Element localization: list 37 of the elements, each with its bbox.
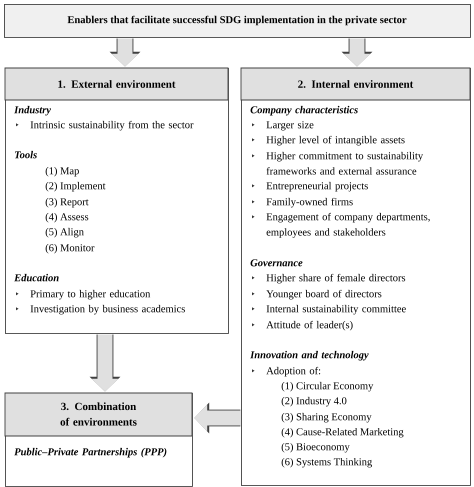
numbered-item: (5) Align — [46, 228, 84, 238]
panel-heading: 3. Combination of environments — [60, 402, 137, 426]
category-heading: Governance — [250, 259, 302, 266]
numbered-item: (3) Report — [46, 198, 89, 208]
numbered-item: (4) Assess — [46, 212, 88, 222]
numbered-item: (4) Cause-Related Marketing — [282, 428, 404, 438]
panel-heading: 1. External environment — [58, 80, 176, 88]
bullet-item: Higher commitment to sustainability frameworks and external assurance — [252, 152, 424, 175]
numbered-item: (3) Sharing Economy — [282, 412, 372, 422]
bullet-item: Internal sustainability committee — [252, 304, 406, 314]
numbered-item: (1) Map — [46, 166, 79, 176]
bullet-item: Primary to higher education — [16, 290, 150, 300]
bullet-item: Larger size — [252, 121, 314, 130]
bullet-item: Entrepreneurial projects — [252, 182, 368, 192]
category-heading: Innovation and technology — [250, 350, 369, 360]
category-heading: Education — [14, 274, 59, 282]
panel-heading: 2. Internal environment — [298, 80, 414, 88]
bullet-item: Family-owned firms — [252, 198, 353, 208]
bullet-item: Engagement of company departments, employees and stakeholders — [252, 212, 430, 238]
bullet-item: Higher level of intangible assets — [252, 136, 405, 146]
category-heading: Public–Private Partnerships (PPP) — [14, 448, 166, 458]
numbered-item: (2) Implement — [46, 182, 106, 192]
bullet-item: Investigation by business academics — [16, 304, 185, 314]
numbered-item: (1) Circular Economy — [282, 382, 374, 392]
bullet-item: Younger board of directors — [252, 290, 382, 300]
bullet-item: Higher share of female directors — [252, 274, 406, 284]
title-text: Enablers that facilitate successful SDG implementation in the private sector — [68, 16, 406, 26]
numbered-item: (2) Industry 4.0 — [282, 396, 346, 406]
category-heading: Tools — [14, 150, 37, 158]
category-heading: Company characteristics — [250, 106, 358, 116]
bullet-item: Intrinsic sustainability from the sector — [16, 120, 194, 130]
category-heading: Industry — [14, 106, 51, 116]
numbered-item: (5) Bioeconomy — [282, 442, 350, 452]
numbered-item: (6) Systems Thinking — [282, 458, 372, 468]
numbered-item: (6) Monitor — [46, 244, 94, 254]
bullet-item: Adoption of: — [252, 366, 320, 376]
bullet-item: Attitude of leader(s) — [252, 320, 353, 330]
